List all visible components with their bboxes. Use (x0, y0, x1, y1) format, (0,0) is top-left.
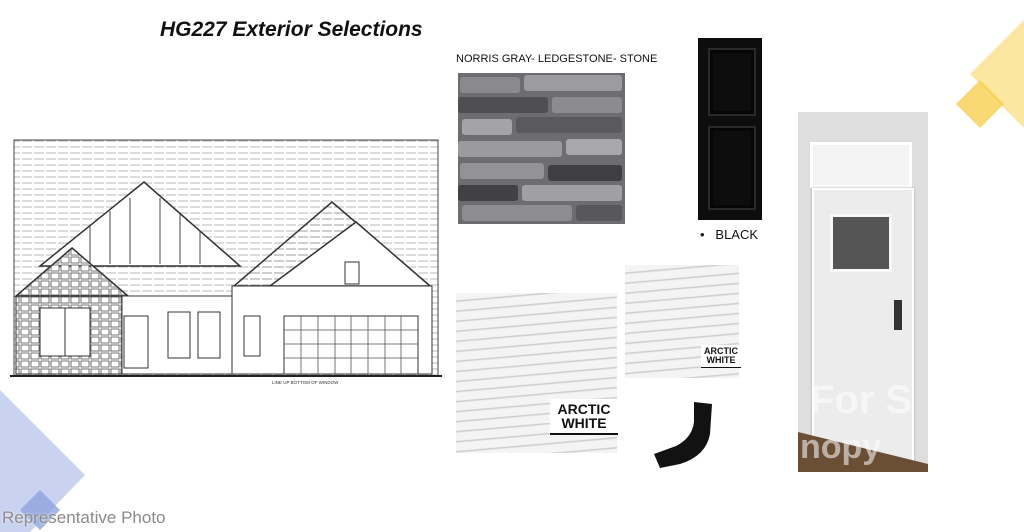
house-elevation-drawing: LINE UP BOTTOM OF WINDOW (10, 139, 442, 385)
front-door-photo: For S nopy (798, 112, 928, 472)
blue-decoration (0, 390, 85, 532)
watermark-text: For S (810, 378, 913, 422)
stone-label: NORRIS GRAY- LEDGESTONE- STONE (456, 53, 658, 65)
drawing-note: LINE UP BOTTOM OF WINDOW (272, 380, 339, 385)
siding-sample-small: ARCTIC WHITE (625, 265, 741, 378)
stone-sample-photo (458, 73, 625, 224)
siding-label-line2: WHITE (561, 415, 607, 431)
watermark-text-2: nopy (800, 428, 882, 466)
siding-label-line1: ARCTIC (557, 401, 611, 417)
siding-label-line1: ARCTIC (704, 346, 738, 356)
siding-label-line2: WHITE (706, 355, 736, 365)
downspout-elbow (654, 402, 712, 468)
bullet: • (700, 227, 705, 242)
shutter-sample (698, 38, 762, 220)
shutter-color-label: • BLACK (700, 227, 758, 242)
siding-sample-large: ARCTIC WHITE (456, 293, 618, 453)
representative-photo-caption: Representative Photo (2, 508, 166, 527)
page-title: HG227 Exterior Selections (160, 18, 423, 41)
yellow-decoration (956, 20, 1024, 128)
shutter-color-text: BLACK (715, 227, 759, 242)
